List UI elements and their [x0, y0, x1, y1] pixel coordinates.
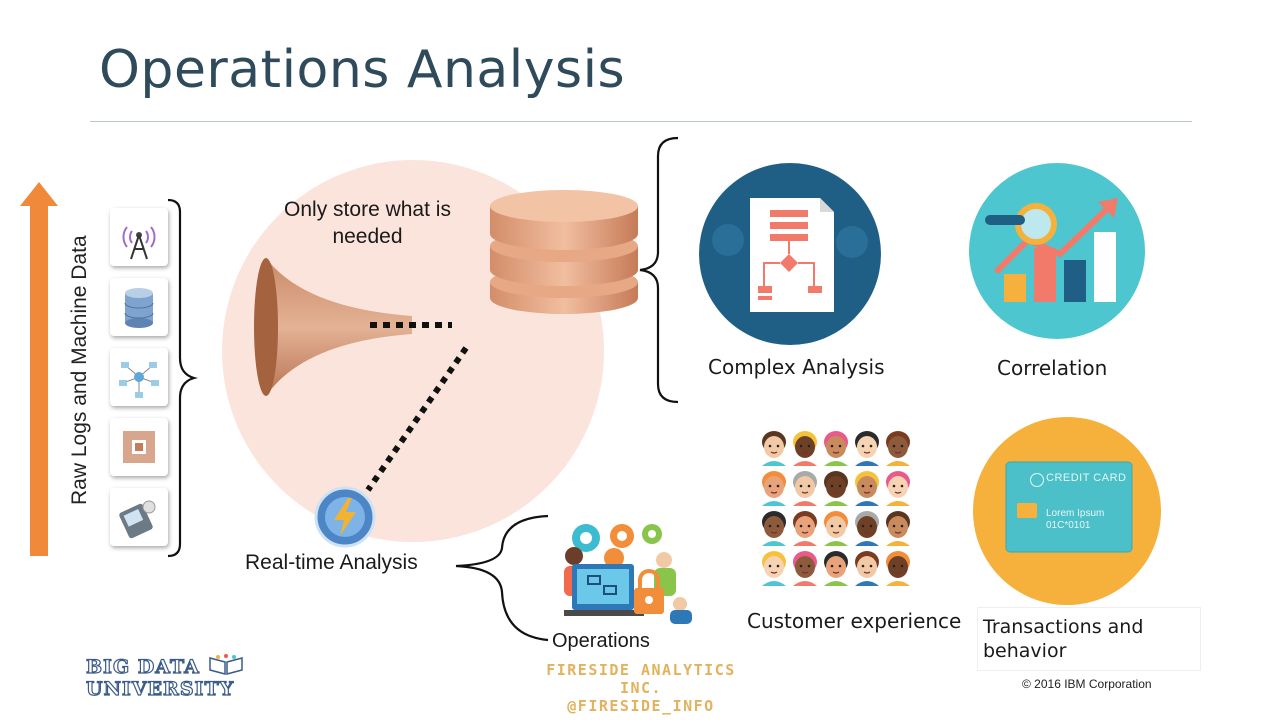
customer-face-icon: [824, 471, 848, 506]
card-chip-icon: [1017, 503, 1037, 518]
operations-icon: [564, 524, 692, 624]
customer-face-icon: [793, 471, 817, 506]
database-icon: [124, 288, 154, 328]
up-arrow-icon: [20, 182, 58, 556]
only-store-text: Only store what is needed: [284, 198, 451, 248]
customer-face-icon: [793, 551, 817, 586]
realtime-label: Real-time Analysis: [245, 551, 418, 574]
customer-face-icon: [855, 431, 879, 466]
network-tile: [110, 348, 168, 406]
complex-analysis-label: Complex Analysis: [708, 355, 885, 379]
card-name: Lorem Ipsum: [1046, 508, 1105, 519]
customer-face-icon: [824, 511, 848, 546]
antenna-icon: [122, 226, 156, 260]
realtime-link: [365, 346, 469, 492]
card-title: CREDIT CARD: [1046, 472, 1127, 484]
customer-face-icon: [793, 431, 817, 466]
customer-face-icon: [762, 471, 786, 506]
copyright-text: © 2016 IBM Corporation: [1022, 677, 1152, 691]
antenna-tile: [110, 208, 168, 266]
fireside-credit: FIRESIDE ANALYTICS INC. @FIRESIDE_INFO: [525, 661, 757, 715]
customer-faces-grid: [762, 431, 910, 586]
customer-experience-label: Customer experience: [747, 609, 962, 633]
customer-face-icon: [886, 511, 910, 546]
network-icon: [119, 362, 159, 398]
customer-face-icon: [886, 471, 910, 506]
bdu-line1: BIG DATA: [85, 655, 200, 678]
customer-face-icon: [855, 551, 879, 586]
card-number: 01C*0101: [1046, 520, 1091, 531]
sources-brace: [167, 198, 198, 558]
customer-face-icon: [762, 511, 786, 546]
globe-icon: [1030, 473, 1044, 487]
analysis-brace: [639, 136, 679, 404]
customer-face-icon: [855, 511, 879, 546]
customer-face-icon: [855, 471, 879, 506]
complex-analysis-icon: [699, 163, 881, 345]
database-tile: [110, 278, 168, 336]
phone-tile: [110, 488, 168, 546]
bdu-line2: UNIVERSITY: [85, 677, 235, 700]
operations-label: Operations: [552, 630, 650, 652]
transactions-label: Transactions and behavior: [983, 616, 1144, 662]
correlation-icon: [969, 163, 1145, 339]
slide-title: Operations Analysis: [99, 40, 626, 100]
lightning-icon: [314, 486, 376, 548]
realtime-brace: [455, 514, 549, 642]
customer-face-icon: [886, 431, 910, 466]
funnel-icon: [254, 258, 452, 396]
customer-face-icon: [886, 551, 910, 586]
correlation-label: Correlation: [997, 356, 1108, 380]
phone-icon: [119, 500, 156, 539]
customer-face-icon: [762, 551, 786, 586]
customer-face-icon: [824, 431, 848, 466]
title-divider: [90, 121, 1192, 122]
transactions-textbox: Transactions and behavior: [977, 607, 1201, 671]
book-icon: [209, 654, 243, 675]
chip-tile: [110, 418, 168, 476]
customer-face-icon: [793, 511, 817, 546]
database-stack-icon: [490, 190, 638, 314]
customer-face-icon: [824, 551, 848, 586]
big-data-university-logo: BIG DATA UNIVERSITY: [85, 655, 235, 700]
raw-logs-label: Raw Logs and Machine Data: [68, 235, 91, 505]
chip-icon: [123, 431, 155, 463]
fireside-name: FIRESIDE ANALYTICS INC.: [546, 661, 736, 697]
customer-face-icon: [762, 431, 786, 466]
fireside-handle: @FIRESIDE_INFO: [567, 697, 715, 715]
